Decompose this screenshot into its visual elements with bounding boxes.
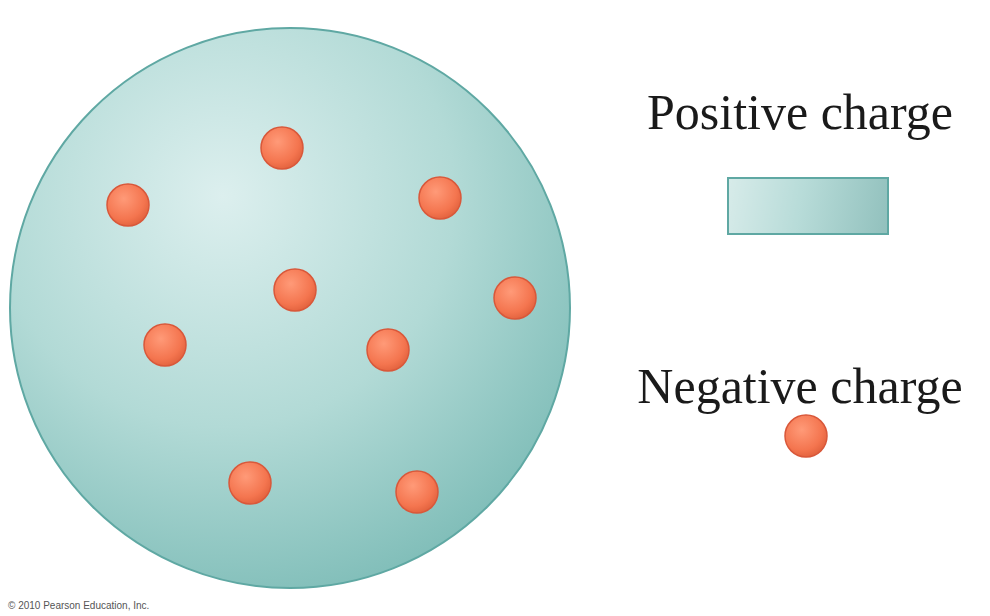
legend-swatch [727,177,889,235]
electron-sample [785,415,827,457]
electron [274,269,316,311]
legend-label: Positive charge [647,85,953,140]
copyright-note: © 2010 Pearson Education, Inc. [8,600,149,611]
electrons [107,127,536,513]
positive-sphere [10,28,570,588]
electron [261,127,303,169]
electron [494,277,536,319]
electron [107,184,149,226]
legend-sample [783,413,829,459]
electron [229,462,271,504]
electron [396,471,438,513]
electron [367,329,409,371]
legend-label: Negative charge [637,359,962,414]
electron [144,324,186,366]
electron [419,177,461,219]
